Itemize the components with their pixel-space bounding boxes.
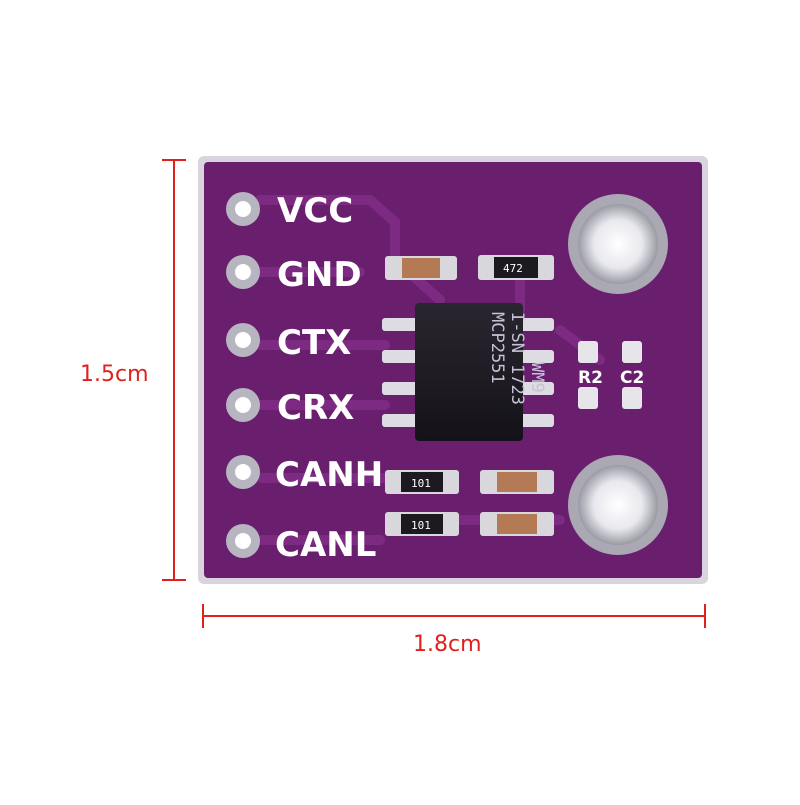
- chip-pins: [382, 318, 554, 427]
- pad-vcc: [226, 192, 260, 226]
- pad-gnd: [226, 255, 260, 289]
- pad-canh: [226, 455, 260, 489]
- pin-label-gnd: GND: [277, 255, 362, 295]
- resistor-code-101-b: 101: [411, 519, 431, 532]
- resistor-101-a: 101: [385, 470, 459, 494]
- mounting-hole-top: [568, 194, 668, 294]
- pin-label-vcc: VCC: [277, 191, 353, 231]
- pin-label-canh: CANH: [275, 455, 383, 495]
- capacitor-a: [480, 470, 554, 494]
- chip-marking: MCP2551 I-SN 1723 WM9: [487, 312, 547, 405]
- resistor-code-101-a: 101: [411, 477, 431, 490]
- height-dimension-label: 1.5cm: [80, 362, 149, 387]
- resistor-472: 472: [478, 255, 554, 280]
- chip-marking-line3: 1723: [507, 364, 527, 405]
- pad-ctx: [226, 323, 260, 357]
- pad-canl: [226, 524, 260, 558]
- chip-marking-line1: MCP2551: [487, 312, 507, 384]
- pin-pads: [226, 192, 260, 558]
- width-dimension-label: 1.8cm: [413, 632, 482, 657]
- chip-marking-line2: I-SN: [507, 312, 527, 353]
- resistor-code-472: 472: [503, 262, 523, 275]
- resistor-101-b: 101: [385, 512, 459, 536]
- dimension-lines: [162, 159, 706, 628]
- pad-crx: [226, 388, 260, 422]
- capacitor-top: [385, 256, 457, 280]
- silk-r2: R2: [578, 368, 603, 388]
- chip-mcp2551: [415, 303, 523, 441]
- mounting-hole-bottom: [568, 455, 668, 555]
- silk-c2: C2: [620, 368, 644, 388]
- pin-label-canl: CANL: [275, 525, 376, 565]
- pin-label-ctx: CTX: [277, 323, 351, 363]
- r2-c2-pads: [578, 341, 642, 409]
- chip-marking-line4: WM9: [527, 362, 547, 393]
- capacitor-b: [480, 512, 554, 536]
- pin-label-crx: CRX: [277, 388, 354, 428]
